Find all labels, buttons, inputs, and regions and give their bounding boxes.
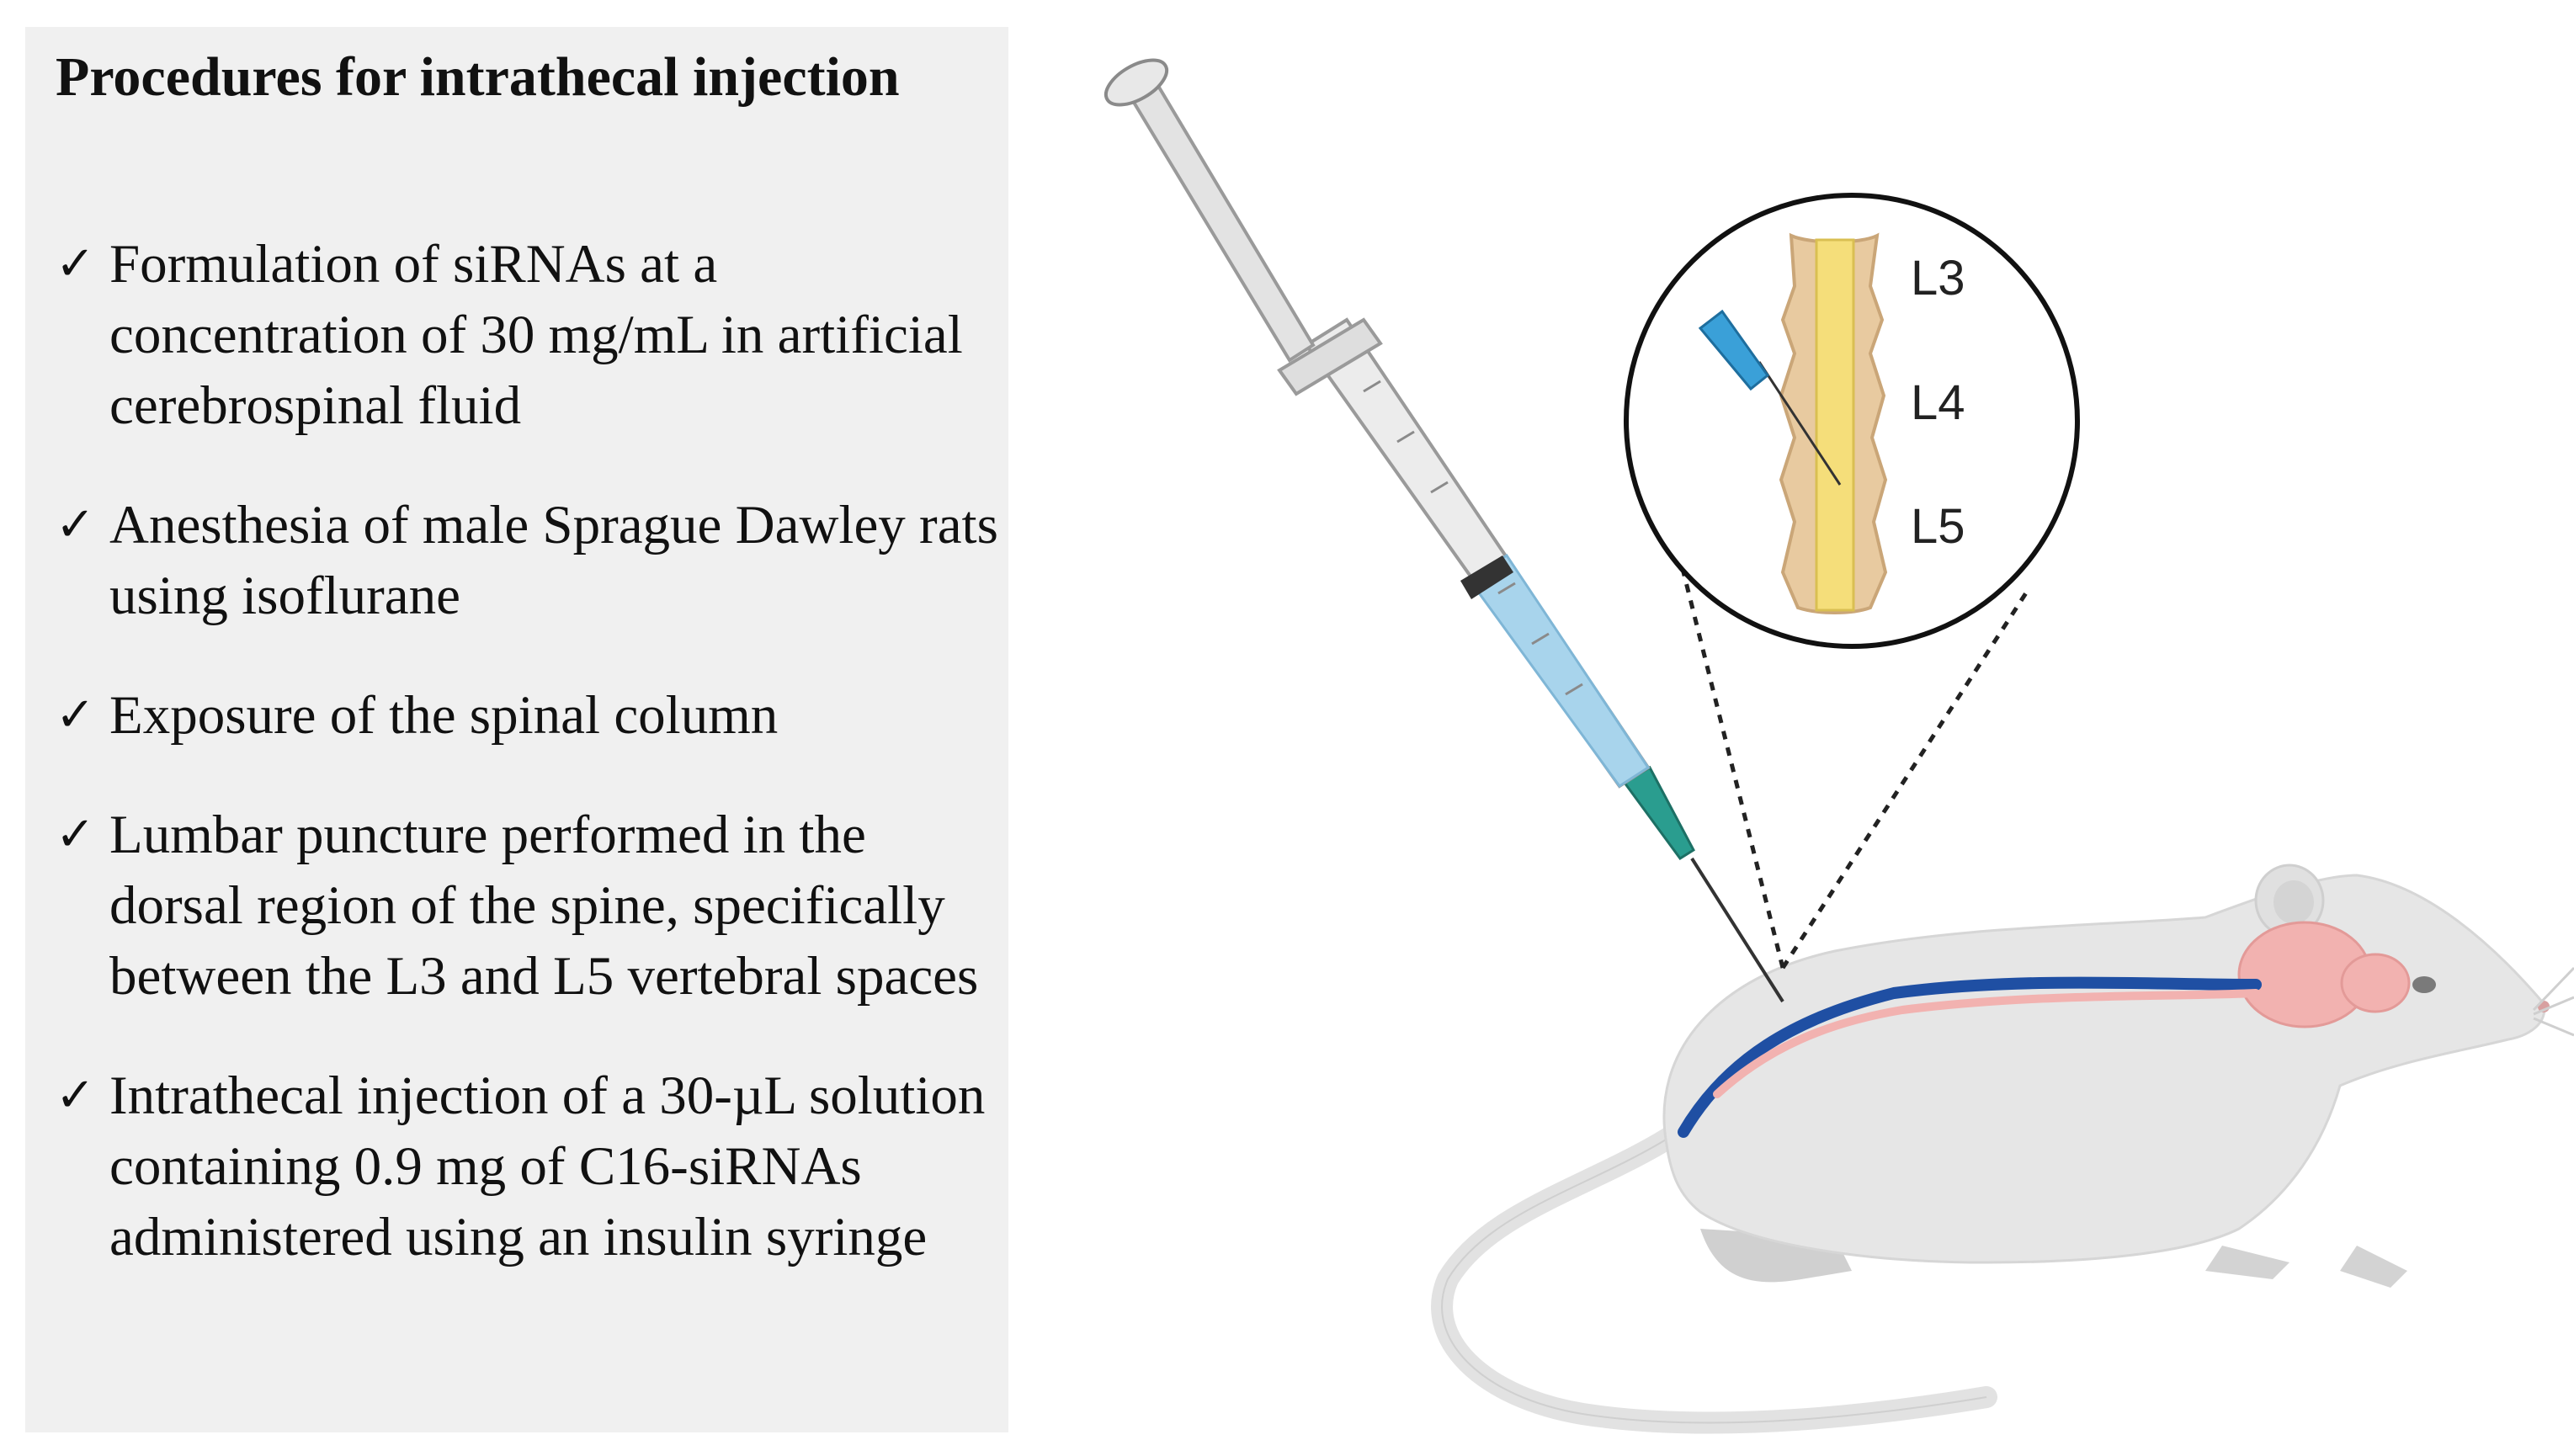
- procedure-panel: Procedures for intrathecal injection ✓ Fo…: [25, 27, 1008, 1432]
- zoom-line-right: [1780, 587, 2031, 970]
- procedure-step: ✓ Intrathecal injection of a 30-µL soluti…: [56, 1060, 998, 1273]
- vertebra-label-l3: L3: [1911, 251, 1965, 306]
- step-text: Exposure of the spinal column: [109, 685, 779, 746]
- rat-icon: [1431, 864, 2574, 1434]
- procedure-steps: ✓ Formulation of siRNAs at a concentratio…: [56, 229, 998, 1321]
- procedure-step: ✓ Lumbar puncture performed in the dorsal…: [56, 800, 998, 1012]
- syringe-icon: [1104, 58, 1784, 1003]
- procedure-step: ✓ Exposure of the spinal column: [56, 680, 998, 751]
- check-icon: ✓: [56, 1068, 95, 1123]
- procedure-step: ✓ Formulation of siRNAs at a concentratio…: [56, 229, 998, 441]
- vertebra-label-l5: L5: [1911, 499, 1965, 554]
- step-text: Formulation of siRNAs at a concentration…: [109, 234, 963, 436]
- zoom-line-left: [1664, 504, 1785, 969]
- step-text: Anesthesia of male Sprague Dawley rats u…: [109, 495, 998, 626]
- procedure-step: ✓ Anesthesia of male Sprague Dawley rats …: [56, 490, 998, 631]
- check-icon: ✓: [56, 807, 95, 862]
- step-text: Lumbar puncture performed in the dorsal …: [109, 805, 979, 1007]
- panel-title: Procedures for intrathecal injection: [56, 46, 900, 108]
- injection-illustration: L3 L4 L5: [1044, 0, 2574, 1456]
- check-icon: ✓: [56, 497, 95, 552]
- check-icon: ✓: [56, 688, 95, 742]
- spinal-column-inset-icon: L3 L4 L5: [1624, 193, 2080, 649]
- check-icon: ✓: [56, 236, 95, 291]
- step-text: Intrathecal injection of a 30-µL solutio…: [109, 1065, 986, 1267]
- vertebra-label-l4: L4: [1911, 375, 1965, 430]
